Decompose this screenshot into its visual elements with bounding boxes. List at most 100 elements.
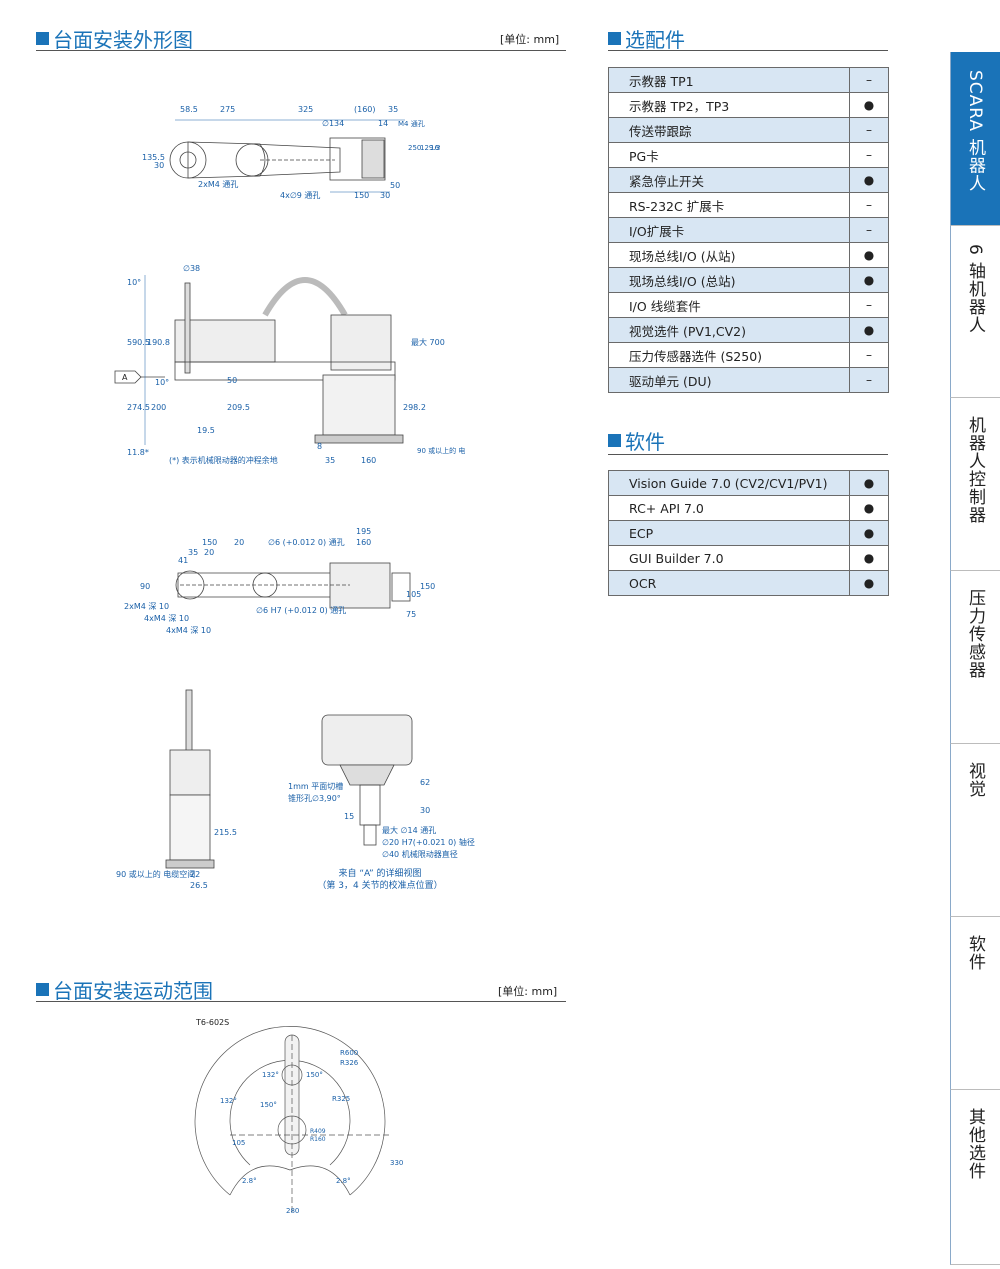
dim-label: M4 通孔 <box>398 119 425 128</box>
dim-label: 280 <box>286 1207 299 1215</box>
dim-label: 250 <box>408 144 421 152</box>
table-row: GUI Builder 7.0● <box>608 545 889 571</box>
item-name: 现场总线I/O (总站) <box>608 267 850 293</box>
dims-title-rule <box>36 50 566 51</box>
dim-label: 129.3 <box>420 144 440 152</box>
dim-label: R409 <box>310 1128 326 1135</box>
side-tab-label: SCARA 机器人 <box>965 70 985 193</box>
side-tab-3[interactable]: 机器人控制器 <box>950 398 1000 571</box>
item-name: 压力传感器选件 (S250) <box>608 342 850 368</box>
dim-label: 274.5 <box>127 403 150 412</box>
table-row: 视觉选件 (PV1,CV2)● <box>608 317 889 343</box>
dim-label: 135.5 <box>142 153 165 162</box>
side-tab-label: 6 轴机器人 <box>965 244 985 335</box>
dim-label: 50 <box>390 181 400 190</box>
dim-label: R160 <box>310 1136 326 1143</box>
square-bullet-icon <box>608 434 621 447</box>
motion-title-text: 台面安装运动范围 <box>53 979 213 1003</box>
side-tab-2[interactable]: 6 轴机器人 <box>950 226 1000 398</box>
dim-label: 90 或以上的 电缆空间 <box>116 869 195 879</box>
side-tab-4[interactable]: 压力传感器 <box>950 571 1000 744</box>
detail-caption-2: （第 3，4 关节的校准点位置） <box>317 881 443 891</box>
availability-mark: ● <box>849 167 889 193</box>
side-view-drawing: A 10° ∅38 590.5 190.8 10° 274.5 200 19.5… <box>114 264 465 465</box>
dim-label: 最大 700 <box>411 337 445 347</box>
dim-label: 160 <box>356 538 371 547</box>
dim-label: 41 <box>178 556 188 565</box>
dims-unit: [单位: mm] <box>500 33 560 46</box>
side-tab-5[interactable]: 视觉 <box>950 744 1000 917</box>
dim-label: ∅6 (+0.012 0) 通孔 <box>268 537 345 547</box>
side-tab-6[interactable]: 软件 <box>950 917 1000 1090</box>
software-title-rule <box>608 454 888 455</box>
dim-label: 10° <box>127 278 141 287</box>
item-name: I/O 线缆套件 <box>608 292 850 318</box>
dims-title-text: 台面安装外形图 <box>53 28 193 52</box>
table-row: 压力传感器选件 (S250)– <box>608 342 889 368</box>
dim-label: 最大 ∅14 通孔 <box>382 825 436 835</box>
dim-label: 30 <box>380 191 390 200</box>
availability-mark: ● <box>849 242 889 268</box>
side-tab-7[interactable]: 其他选件 <box>950 1090 1000 1265</box>
detail-caption-1: 来自 “A” 的详细视图 <box>338 869 422 879</box>
dim-label: 35 <box>188 548 198 557</box>
item-name: 现场总线I/O (从站) <box>608 242 850 268</box>
motion-model-label: T6-602S <box>195 1018 229 1027</box>
dims-section-title: 台面安装外形图 <box>36 24 193 53</box>
options-section-title: 选配件 <box>608 24 685 53</box>
dim-label: 150 <box>202 538 217 547</box>
table-row: 现场总线I/O (总站)● <box>608 267 889 293</box>
dim-label: R600 <box>340 1049 358 1057</box>
availability-mark: – <box>849 117 889 143</box>
table-row: OCR● <box>608 570 889 596</box>
options-title-rule <box>608 50 888 51</box>
dim-label: 195 <box>356 527 371 536</box>
dim-label: 50 <box>227 376 237 385</box>
dim-label: ∅40 机械限动器直径 <box>382 849 458 859</box>
table-row: 示教器 TP1– <box>608 67 889 93</box>
dim-label: 330 <box>390 1159 403 1167</box>
table-row: RS-232C 扩展卡– <box>608 192 889 218</box>
software-table: Vision Guide 7.0 (CV2/CV1/PV1)●RC+ API 7… <box>608 470 889 596</box>
dim-label: R325 <box>332 1095 350 1103</box>
options-title-text: 选配件 <box>625 28 685 52</box>
availability-mark: ● <box>849 267 889 293</box>
item-name: 紧急停止开关 <box>608 167 850 193</box>
dim-label: 1mm 平面切槽 <box>288 781 343 791</box>
view-marker-a: A <box>122 373 128 382</box>
side-tab-1[interactable]: SCARA 机器人 <box>950 52 1000 226</box>
dim-label: 132° <box>220 1097 237 1105</box>
dim-label: 275 <box>220 105 235 114</box>
dim-label: 150 <box>354 191 369 200</box>
dim-label: 35 <box>388 105 398 114</box>
dim-label: 90 <box>140 582 150 591</box>
item-name: 传送带跟踪 <box>608 117 850 143</box>
top-view-drawing: 58.5 275 325 (160) 35 ∅134 14 M4 通孔 250 … <box>142 105 440 200</box>
dim-label: 200 <box>151 403 166 412</box>
table-row: 传送带跟踪– <box>608 117 889 143</box>
table-row: 紧急停止开关● <box>608 167 889 193</box>
dim-label: 锥形孔∅3,90° <box>288 793 341 803</box>
availability-mark: ● <box>849 545 889 571</box>
table-row: Vision Guide 7.0 (CV2/CV1/PV1)● <box>608 470 889 496</box>
dim-label: 20 <box>204 548 214 557</box>
front-view-drawing: 90 或以上的 电缆空间 22 26.5 215.5 <box>116 689 237 890</box>
dims-note: (*) 表示机械限动器的冲程余地 <box>169 455 278 465</box>
dim-label: 30 <box>420 806 430 815</box>
dim-label: R326 <box>340 1059 359 1067</box>
dim-label: 62 <box>420 778 430 787</box>
availability-mark: – <box>849 67 889 93</box>
dim-label: ∅6 H7 (+0.012 0) 通孔 <box>256 605 346 615</box>
item-name: GUI Builder 7.0 <box>608 545 850 571</box>
table-row: RC+ API 7.0● <box>608 495 889 521</box>
dim-label: 22 <box>190 870 200 879</box>
side-tab-label: 软件 <box>965 935 985 971</box>
dim-label: ∅20 H7(+0.021 0) 轴径 <box>382 837 475 847</box>
dim-label: 2.8° <box>336 1177 351 1185</box>
table-row: PG卡– <box>608 142 889 168</box>
square-bullet-icon <box>36 983 49 996</box>
software-section-title: 软件 <box>608 426 665 455</box>
dim-label: 4xM4 深 10 <box>166 626 211 635</box>
dim-label: (160) <box>354 105 376 114</box>
dim-label: 19.5 <box>197 426 215 435</box>
